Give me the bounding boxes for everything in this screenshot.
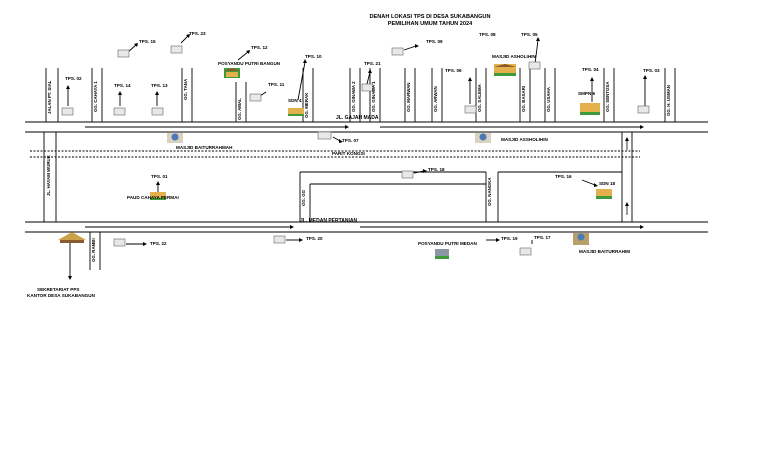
street-nangka: GG. NANGKA — [487, 177, 492, 206]
tps-label-01: TPS. 01 — [151, 174, 168, 179]
landmark-masjid-assholihin: MASJID ASSHOLIHIN — [501, 137, 548, 142]
street-gajah-mada: JL. GAJAH MADA — [336, 115, 379, 121]
tps-label-02: TPS. 02 — [65, 76, 82, 81]
landmark-sekretariat-line2: KANTOR DESA SUKABANGUN — [27, 293, 95, 298]
street-pt-sial: JALAN PT. SIAL — [47, 80, 52, 114]
tps-label-14: TPS. 14 — [114, 83, 131, 88]
landmark-sdn-18: SDN 18 — [599, 181, 616, 186]
street-gg: GG. GG — [301, 189, 306, 206]
tps-label-17: TPS. 17 — [534, 235, 551, 240]
tps-label-15: TPS. 15 — [139, 39, 156, 44]
building-icons — [58, 64, 612, 259]
landmark-sdn-b: SMPN 6 — [578, 91, 596, 96]
tps-label-13: TPS. 13 — [151, 83, 168, 88]
street-sentosa: GG. SENTOSA — [605, 81, 610, 112]
landmark-posyandu-putri-medan: POSYANDU PUTRI MEDAN — [418, 241, 477, 246]
tps-label-09: TPS. 09 — [426, 39, 443, 44]
tps-label-12: TPS. 12 — [251, 45, 268, 50]
landmark-posyandu-putri-bangun: POSYANDU PUTRI BANGUN — [218, 61, 281, 66]
tps-label-06: TPS. 06 — [445, 68, 462, 73]
map-title-line1: DENAH LOKASI TPS DI DESA SUKABANGUN — [369, 14, 491, 20]
street-medan-pertanian: JL. MEDAN PERTANIAN — [300, 218, 358, 224]
street-arwan: GG. ARWAN — [433, 86, 438, 112]
landmark-masjid-baiturrahmah: MASJID BAITURRAHMAH — [176, 145, 233, 150]
map-title-line2: PEMILIHAN UMUM TAHUN 2024 — [387, 21, 473, 28]
street-parit-kongsi: PARIT KONGSI — [332, 151, 365, 156]
tps-label-21: TPS. 21 — [364, 61, 381, 66]
tps-label-20: TPS. 20 — [306, 236, 323, 241]
tps-label-08: TPS. 08 — [479, 32, 496, 37]
landmark-masjid-top: MASJID ASHOLIHIN — [492, 54, 536, 59]
street-h-usman: GG. H. USMAN — [666, 85, 671, 116]
street-tana: GG. TANA — [183, 78, 188, 100]
tps-label-07: TPS. 07 — [342, 138, 359, 143]
street-ginawa-2: GG. GINAWA 2 — [351, 81, 356, 112]
street-amal: GG. AMAL — [237, 98, 242, 120]
tps-label-04: TPS. 04 — [582, 67, 599, 72]
tps-markers — [61, 45, 650, 256]
landmark-sekretariat-line1: SEKRETARIAT PPS — [37, 287, 80, 292]
tps-label-10: TPS. 10 — [305, 54, 322, 59]
road-lines — [25, 68, 708, 270]
pointer-arrows — [67, 35, 646, 277]
street-cahaya-1: GG. CAHAYA 1 — [93, 81, 98, 112]
street-salema: GG. SALEMA — [477, 84, 482, 112]
tps-label-23: TPS. 23 — [189, 31, 206, 36]
tps-label-19: TPS. 19 — [501, 236, 518, 241]
landmark-paud: PAUD CAHAYA PERMAI — [127, 195, 179, 200]
tps-label-16: TPS. 16 — [555, 174, 572, 179]
street-basari: GG. BASARI — [521, 85, 526, 112]
street-hayam-wuruk: JL. HAYAM WURUK — [46, 155, 51, 196]
tps-label-18: TPS. 18 — [428, 167, 445, 172]
landmark-masjid-baiturrahim: MASJID BAITURRAHIM — [579, 249, 631, 254]
street-ginawa-1: GG. GINAWA 1 — [371, 81, 376, 112]
street-rambi: GG. RAMBI — [91, 238, 96, 262]
landmark-sdn-a: SDN 4 — [288, 98, 302, 103]
tps-label-11: TPS. 11 — [268, 82, 285, 87]
street-merak: GG. MERAK — [304, 92, 309, 118]
tps-label-05: TPS. 05 — [521, 32, 538, 37]
pointer-heads — [66, 34, 647, 280]
tps-label-03: TPS. 03 — [643, 68, 660, 73]
map-title: DENAH LOKASI TPS DI DESA SUKABANGUN PEMI… — [330, 14, 530, 29]
street-usaha: GG. USAHA — [546, 87, 551, 112]
road-arrowheads — [290, 125, 644, 229]
tps-label-22: TPS. 22 — [150, 241, 167, 246]
street-marwan: GG. MARWAN — [406, 82, 411, 112]
